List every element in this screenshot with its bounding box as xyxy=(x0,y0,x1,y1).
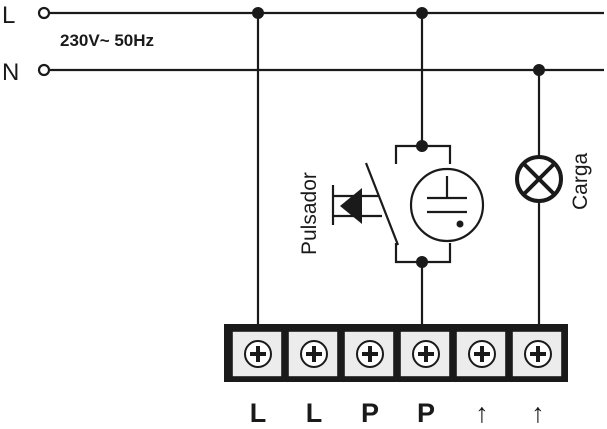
terminal-block xyxy=(224,324,568,382)
load-lamp-cross xyxy=(522,162,556,196)
terminal-label: L xyxy=(306,398,323,428)
terminal-screw-icon xyxy=(468,340,496,368)
neutral-label: N xyxy=(2,59,19,86)
terminal-label: P xyxy=(417,398,435,428)
terminal-screw-icon xyxy=(356,340,384,368)
load-label: Carga xyxy=(569,152,592,210)
pushbutton-label: Pulsador xyxy=(298,172,321,255)
terminal-label: P xyxy=(361,398,379,428)
terminal-label: L xyxy=(250,398,267,428)
pushbutton-top-bracket xyxy=(394,144,452,164)
load-lamp-icon xyxy=(515,155,563,203)
line-label: L xyxy=(2,2,15,29)
terminal-label: ↑ xyxy=(475,398,489,428)
supply-voltage-label: 230V~ 50Hz xyxy=(60,31,154,50)
terminal-screw-icon xyxy=(300,340,328,368)
pushbutton-contact-blade xyxy=(364,162,400,246)
terminal-label: ↑ xyxy=(531,398,545,428)
neutral-terminal-point xyxy=(37,63,51,77)
pushbutton-arrow-icon xyxy=(340,188,362,224)
line-terminal-point xyxy=(37,6,51,20)
pushbutton-symbol xyxy=(331,162,400,246)
pushbutton-lamp-dot xyxy=(456,220,464,228)
pushbutton-lamp-symbol xyxy=(409,167,485,243)
terminal-screw-icon xyxy=(412,340,440,368)
terminal-screw-icon xyxy=(244,340,272,368)
terminal-cell xyxy=(399,330,451,378)
terminal-screw-icon xyxy=(524,340,552,368)
pushbutton-lamp-circle xyxy=(409,167,485,243)
